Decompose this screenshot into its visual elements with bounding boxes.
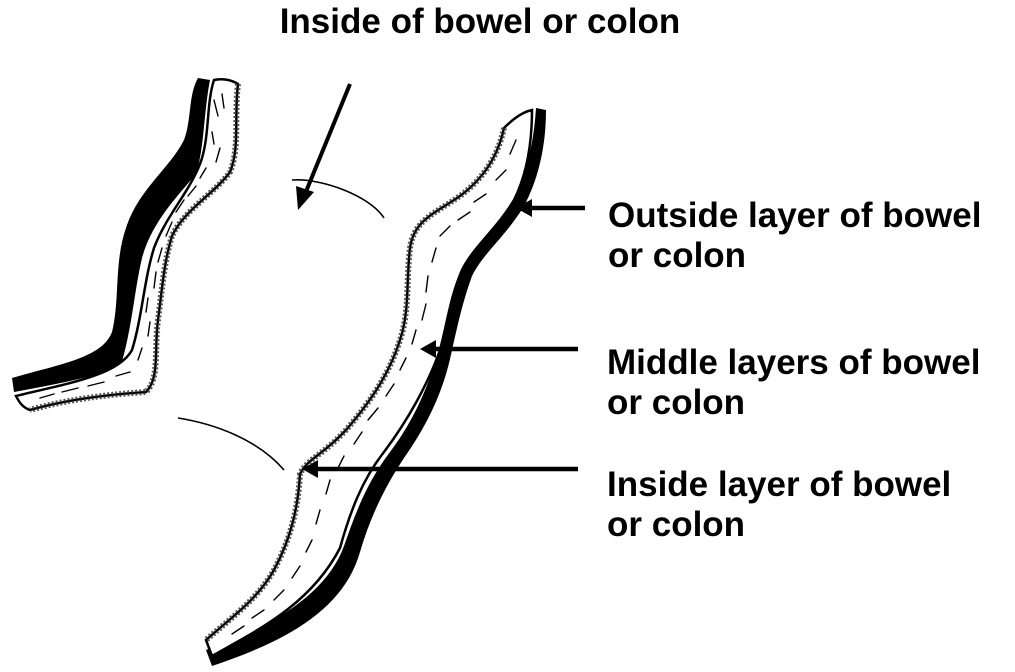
left-wall-outer-layer [12,78,210,392]
outer-layer-arrow [516,199,585,217]
middle-layer-label-line1: Middle layers of bowel [607,343,980,383]
title-arrow [296,84,350,210]
lower-lumen-arc [178,418,284,470]
inner-layer-label: Inside layer of bowel or colon [607,465,951,545]
middle-layer-label-line2: or colon [607,383,980,423]
inner-layer-label-line2: or colon [607,505,951,545]
inner-layer-label-line1: Inside layer of bowel [607,465,951,505]
right-wall-middle-layer [206,110,532,656]
outer-layer-label: Outside layer of bowel or colon [608,196,981,276]
left-bowel-wall [12,78,238,410]
lumen-label: Inside of bowel or colon [0,2,960,42]
outer-layer-label-line1: Outside layer of bowel [608,196,981,236]
right-bowel-wall [206,108,546,666]
middle-layer-label: Middle layers of bowel or colon [607,343,980,423]
outer-layer-label-line2: or colon [608,236,981,276]
